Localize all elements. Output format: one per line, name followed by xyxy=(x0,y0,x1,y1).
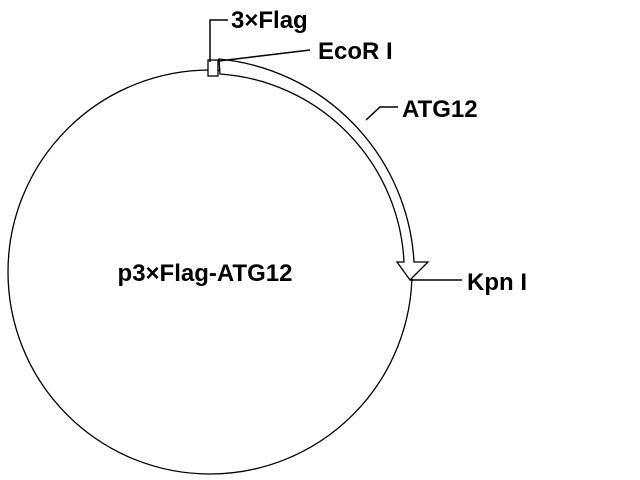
flag-tag-leader xyxy=(209,19,228,62)
flag-tag-label: 3×Flag xyxy=(231,7,308,34)
kpni-site-label: Kpn I xyxy=(467,269,527,296)
ecori-site-leader xyxy=(218,49,311,62)
ecori-site-label: EcoR I xyxy=(318,38,393,65)
atg12-insert-arrow xyxy=(218,58,430,281)
atg12-gene-leader xyxy=(365,106,398,121)
atg12-gene-label: ATG12 xyxy=(402,96,478,123)
flag-tag-box xyxy=(207,59,219,77)
plasmid-name-label: p3×Flag-ATG12 xyxy=(118,260,293,287)
